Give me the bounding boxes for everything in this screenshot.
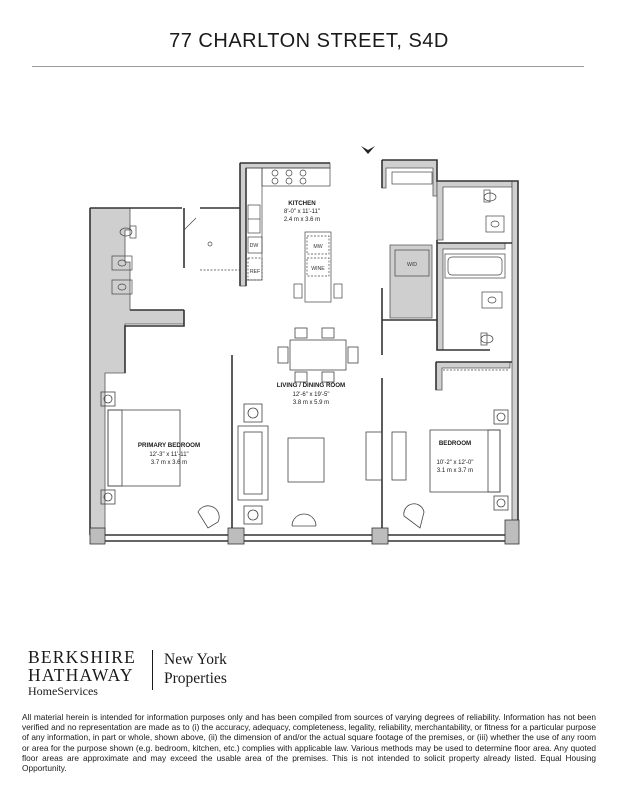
- logo-line-2: HATHAWAY: [28, 665, 134, 685]
- living-dim-metric: 3.8 m x 5.9 m: [293, 400, 329, 406]
- kitchen-dim-imperial: 8'-0" x 11'-11": [284, 209, 320, 215]
- living-label: LIVING / DINING ROOM: [277, 382, 345, 389]
- microwave-label: MW: [313, 244, 322, 250]
- kitchen-label: KITCHEN: [288, 200, 316, 207]
- primary-bedroom-dim-metric: 3.7 m x 3.6 m: [151, 460, 187, 466]
- dishwasher-label: DW: [250, 243, 259, 249]
- logo-region-line-2: Properties: [164, 670, 227, 687]
- window-columns: [89, 519, 520, 545]
- walls: [89, 159, 519, 542]
- bedroom-dim-metric: 3.1 m x 3.7 m: [437, 468, 473, 474]
- title-divider: [32, 66, 584, 67]
- logo-region-line-1: New York: [164, 651, 227, 668]
- dining-set: [277, 327, 359, 383]
- logo-wordmark: BERKSHIRE HATHAWAY HomeServices: [28, 648, 146, 698]
- primary-bedroom-label: PRIMARY BEDROOM: [138, 442, 200, 449]
- kitchen-fixtures: [245, 167, 343, 303]
- kitchen-dim-metric: 2.4 m x 3.6 m: [284, 217, 320, 223]
- living-dim-imperial: 12'-6" x 19'-5": [293, 392, 330, 398]
- right-bath-fixtures: [391, 171, 508, 371]
- logo-region: New York Properties: [164, 650, 227, 688]
- bedroom-furniture: [391, 409, 509, 529]
- entry-arrow-icon: [361, 146, 375, 154]
- page-title: 77 CHARLTON STREET, S4D: [169, 30, 449, 52]
- logo-divider: [152, 650, 153, 690]
- legal-disclaimer: All material herein is intended for info…: [22, 712, 596, 774]
- primary-bedroom-furniture: [100, 391, 220, 529]
- primary-bath-fixtures: [111, 217, 240, 295]
- wine-label: WINE: [311, 266, 325, 272]
- living-furniture: [237, 403, 383, 527]
- floor-plan: KITCHEN 8'-0" x 11'-11" 2.4 m x 3.6 m DW…: [89, 146, 520, 545]
- logo-line-3: HomeServices: [28, 684, 98, 698]
- primary-bedroom-dim-imperial: 12'-3" x 11'-11": [149, 452, 188, 458]
- logo-line-1: BERKSHIRE: [28, 647, 137, 667]
- bedroom-label: BEDROOM: [439, 440, 471, 447]
- bedroom-dim-imperial: 10'-2" x 12'-0": [437, 460, 474, 466]
- washer-dryer-label: W/D: [407, 262, 417, 268]
- refrigerator-label: REF: [250, 269, 260, 275]
